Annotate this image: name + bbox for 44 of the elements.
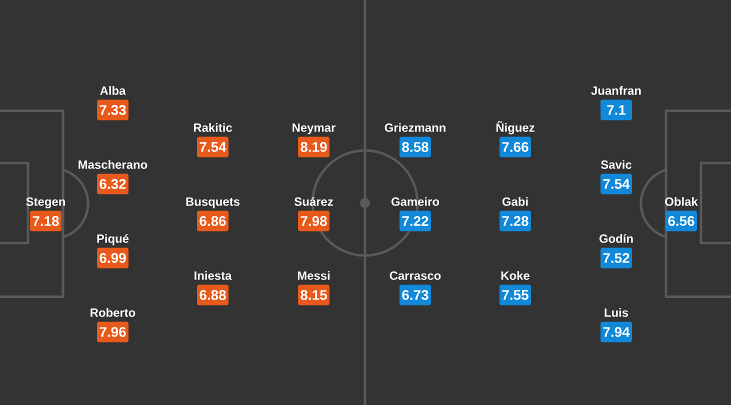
player-name: Ñiguez (496, 121, 534, 134)
rating-badge: 7.54 (600, 174, 632, 194)
player-name: Stegen (26, 197, 65, 208)
rating-badge: 7.52 (600, 248, 632, 268)
player-name: Busquets (186, 198, 240, 208)
player-name: Rakitic (194, 123, 232, 132)
rating-badge: 7.98 (298, 210, 330, 232)
player-name: Roberto (90, 308, 136, 317)
player-name: Oblak (665, 197, 698, 206)
rating-badge: 8.58 (400, 136, 431, 158)
player-name: Messi (298, 271, 330, 280)
player-name: Gameiro (391, 197, 440, 206)
rating-badge: 6.99 (97, 248, 128, 268)
player-name: Gabi (502, 197, 528, 206)
rating-badge: 6.73 (400, 284, 431, 306)
player-name: Luis (604, 308, 628, 317)
rating-badge: 7.66 (500, 136, 531, 158)
rating-badge: 7.18 (30, 210, 62, 232)
rating-badge: 6.86 (197, 210, 228, 232)
rating-badge: 8.15 (298, 284, 330, 306)
player-name: Koke (501, 271, 530, 280)
player-name: Piqué (97, 234, 129, 246)
rating-badge: 6.88 (197, 284, 228, 306)
player-name: Suárez (294, 196, 333, 206)
rating-badge: 7.94 (600, 322, 632, 342)
player-name: Iniesta (194, 271, 232, 280)
player-name: Savic (600, 160, 632, 169)
rating-badge: 7.1 (600, 100, 632, 120)
rating-badge: 6.32 (97, 174, 128, 194)
rating-badge: 7.33 (97, 100, 128, 120)
rating-badge: 7.28 (500, 210, 531, 232)
player-name: Juanfran (591, 86, 641, 95)
rating-badge: 8.19 (298, 136, 330, 158)
player-name: Carrasco (390, 271, 441, 280)
player-name: Alba (100, 86, 126, 95)
player-name: Neymar (292, 124, 336, 134)
player-name: Mascherano (78, 160, 148, 169)
rating-badge: 7.96 (97, 322, 128, 342)
rating-badge: 6.56 (666, 210, 697, 232)
player-name: Godín (599, 234, 633, 243)
rating-badge: 7.55 (500, 284, 531, 306)
player-name: Griezmann (384, 123, 446, 132)
rating-badge: 7.22 (400, 210, 431, 232)
rating-badge: 7.54 (197, 136, 228, 158)
